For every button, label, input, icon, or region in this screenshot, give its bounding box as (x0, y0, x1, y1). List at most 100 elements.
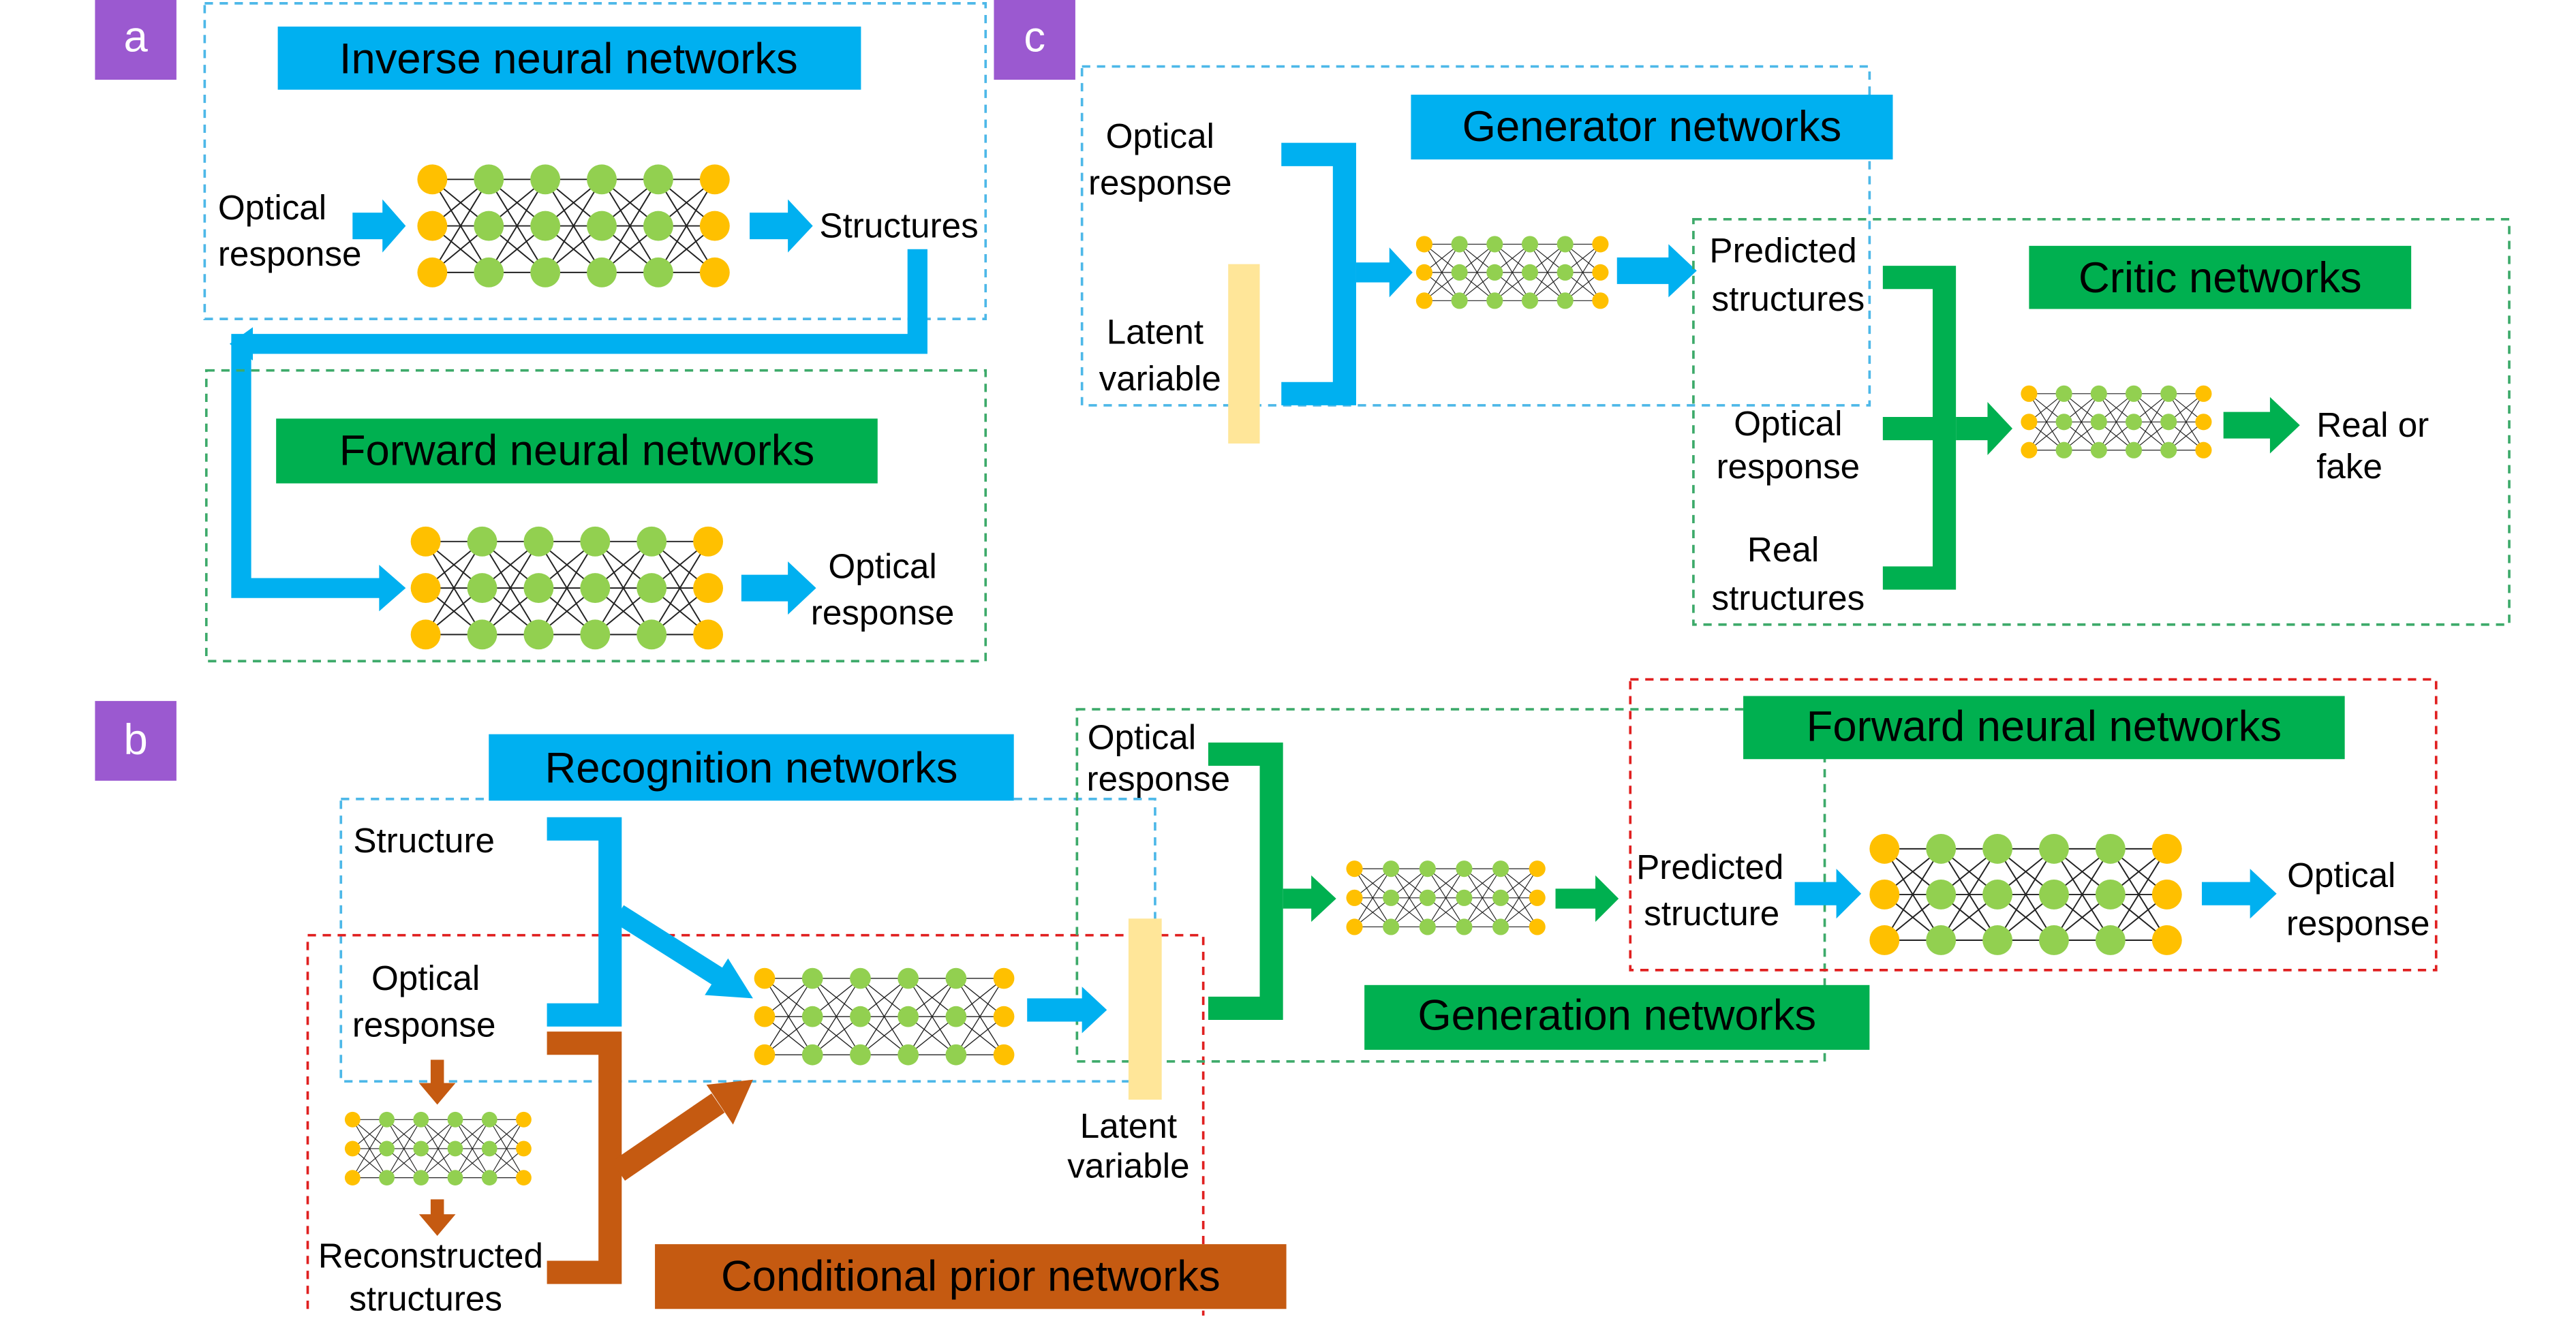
nn-hidden-node (850, 967, 871, 989)
b-generation-input-arrow (1283, 875, 1336, 922)
nn-connection (1459, 244, 1495, 301)
nn-hidden-node (2095, 833, 2126, 864)
nn-hidden-node (2125, 441, 2143, 459)
nn-io-node (993, 1006, 1015, 1027)
nn-connection (352, 1119, 388, 1178)
nn-hidden-node (1557, 292, 1574, 309)
nn-hidden-node (1456, 889, 1473, 906)
nn-connection (601, 179, 659, 273)
nn-io-node (2195, 441, 2212, 459)
a-feedback-arrowhead-right (379, 564, 406, 612)
b-optical-label-1: Optical (371, 959, 480, 997)
nn-hidden-node (523, 619, 554, 650)
c-output-label-2: fake (2316, 447, 2382, 486)
nn-connection (455, 1119, 490, 1178)
nn-hidden-node (447, 1140, 463, 1157)
nn-hidden-node (481, 1170, 497, 1186)
nn-hidden-node (587, 257, 617, 288)
nn-hidden-node (474, 211, 504, 241)
nn-connection (1424, 244, 1460, 301)
nn-io-node (1869, 879, 1900, 910)
nn-connection (2028, 393, 2065, 451)
nn-connection (859, 978, 909, 1055)
nn-connection (908, 978, 957, 1055)
nn-hidden-node (1456, 918, 1473, 935)
c-generator-output-arrow (1616, 244, 1697, 298)
b-generation-output-arrow (1555, 875, 1619, 922)
nn-hidden-node (1492, 860, 1509, 878)
nn-connection (1427, 868, 1465, 927)
nn-connections (352, 1119, 524, 1179)
nn-hidden-node (1486, 292, 1503, 309)
nn-connections (2028, 393, 2204, 451)
nn-hidden-node (2095, 879, 2126, 910)
b-prior-down-arrow-2 (418, 1199, 456, 1236)
nn-hidden-node (1419, 889, 1436, 906)
c-generator-bracket (1281, 142, 1356, 405)
nn-io-node (1592, 264, 1609, 281)
b-prior-diagonal (611, 1093, 725, 1181)
nn-connection (386, 1119, 422, 1178)
b-encoder-nn-icon (754, 967, 1015, 1066)
nn-hidden-node (379, 1170, 395, 1186)
nn-hidden-node (2090, 441, 2107, 459)
nn-io-node (2151, 833, 2182, 864)
nn-connection (1997, 848, 2055, 941)
nn-hidden-node (2160, 385, 2177, 402)
nn-hidden-node (474, 164, 504, 195)
nn-hidden-node (898, 967, 919, 989)
nn-hidden-node (1486, 236, 1503, 253)
prior-title: Conditional prior networks (721, 1252, 1221, 1300)
nn-hidden-node (898, 1006, 919, 1027)
nn-hidden-node (2090, 385, 2107, 402)
nn-hidden-node (1982, 879, 2013, 910)
nn-hidden-node (2125, 414, 2143, 431)
nn-hidden-node (801, 967, 823, 989)
generator-title-box (1411, 94, 1893, 160)
nn-connection (1565, 244, 1601, 301)
nn-connection (2098, 393, 2134, 451)
nn-io-node (410, 619, 441, 650)
nn-connection (431, 179, 490, 273)
nn-hidden-node (1419, 860, 1436, 878)
nn-hidden-node (801, 1044, 823, 1066)
nn-hidden-node (413, 1170, 429, 1186)
a-forward-title-box (276, 418, 878, 484)
nn-io-node (2195, 414, 2212, 431)
b-optical-label-2: response (352, 1005, 496, 1044)
nn-hidden-node (2055, 385, 2072, 402)
nn-connections (1354, 868, 1538, 928)
a-output-label-1: Optical (828, 546, 936, 585)
nn-io-node (1415, 292, 1432, 309)
critic-title-box (2029, 245, 2412, 309)
nn-hidden-node (1492, 918, 1509, 935)
nn-connection (425, 541, 483, 635)
nn-hidden-node (1982, 925, 2013, 955)
panel-a-badge (95, 0, 177, 80)
nn-io-node (516, 1140, 532, 1157)
nn-hidden-node (1557, 236, 1574, 253)
nn-hidden-node (1383, 860, 1400, 878)
nn-hidden-node (2090, 414, 2107, 431)
nn-io-node (2151, 925, 2182, 955)
nn-connections (1424, 243, 1601, 301)
nn-connection (2064, 393, 2100, 451)
b-forward-nn-icon (1869, 833, 2182, 955)
nn-io-node (344, 1140, 361, 1157)
nn-io-node (1346, 889, 1363, 906)
panel-b: b Recognition networks Structure Optical… (95, 678, 2438, 1319)
nn-hidden-node (1383, 889, 1400, 906)
a-structures-label: Structures (819, 206, 978, 245)
nn-hidden-node (643, 211, 673, 241)
nn-io-node (754, 1006, 776, 1027)
nn-hidden-node (850, 1044, 871, 1066)
nn-connection (1529, 244, 1566, 301)
nn-io-node (754, 1044, 776, 1066)
nn-connection (489, 1119, 524, 1178)
nn-hidden-node (523, 573, 554, 604)
b-prior-down-arrow-1 (418, 1059, 456, 1105)
nn-hidden-node (1456, 860, 1473, 878)
nn-hidden-node (637, 619, 667, 650)
nn-hidden-node (2160, 414, 2177, 431)
nn-hidden-node (481, 1140, 497, 1157)
